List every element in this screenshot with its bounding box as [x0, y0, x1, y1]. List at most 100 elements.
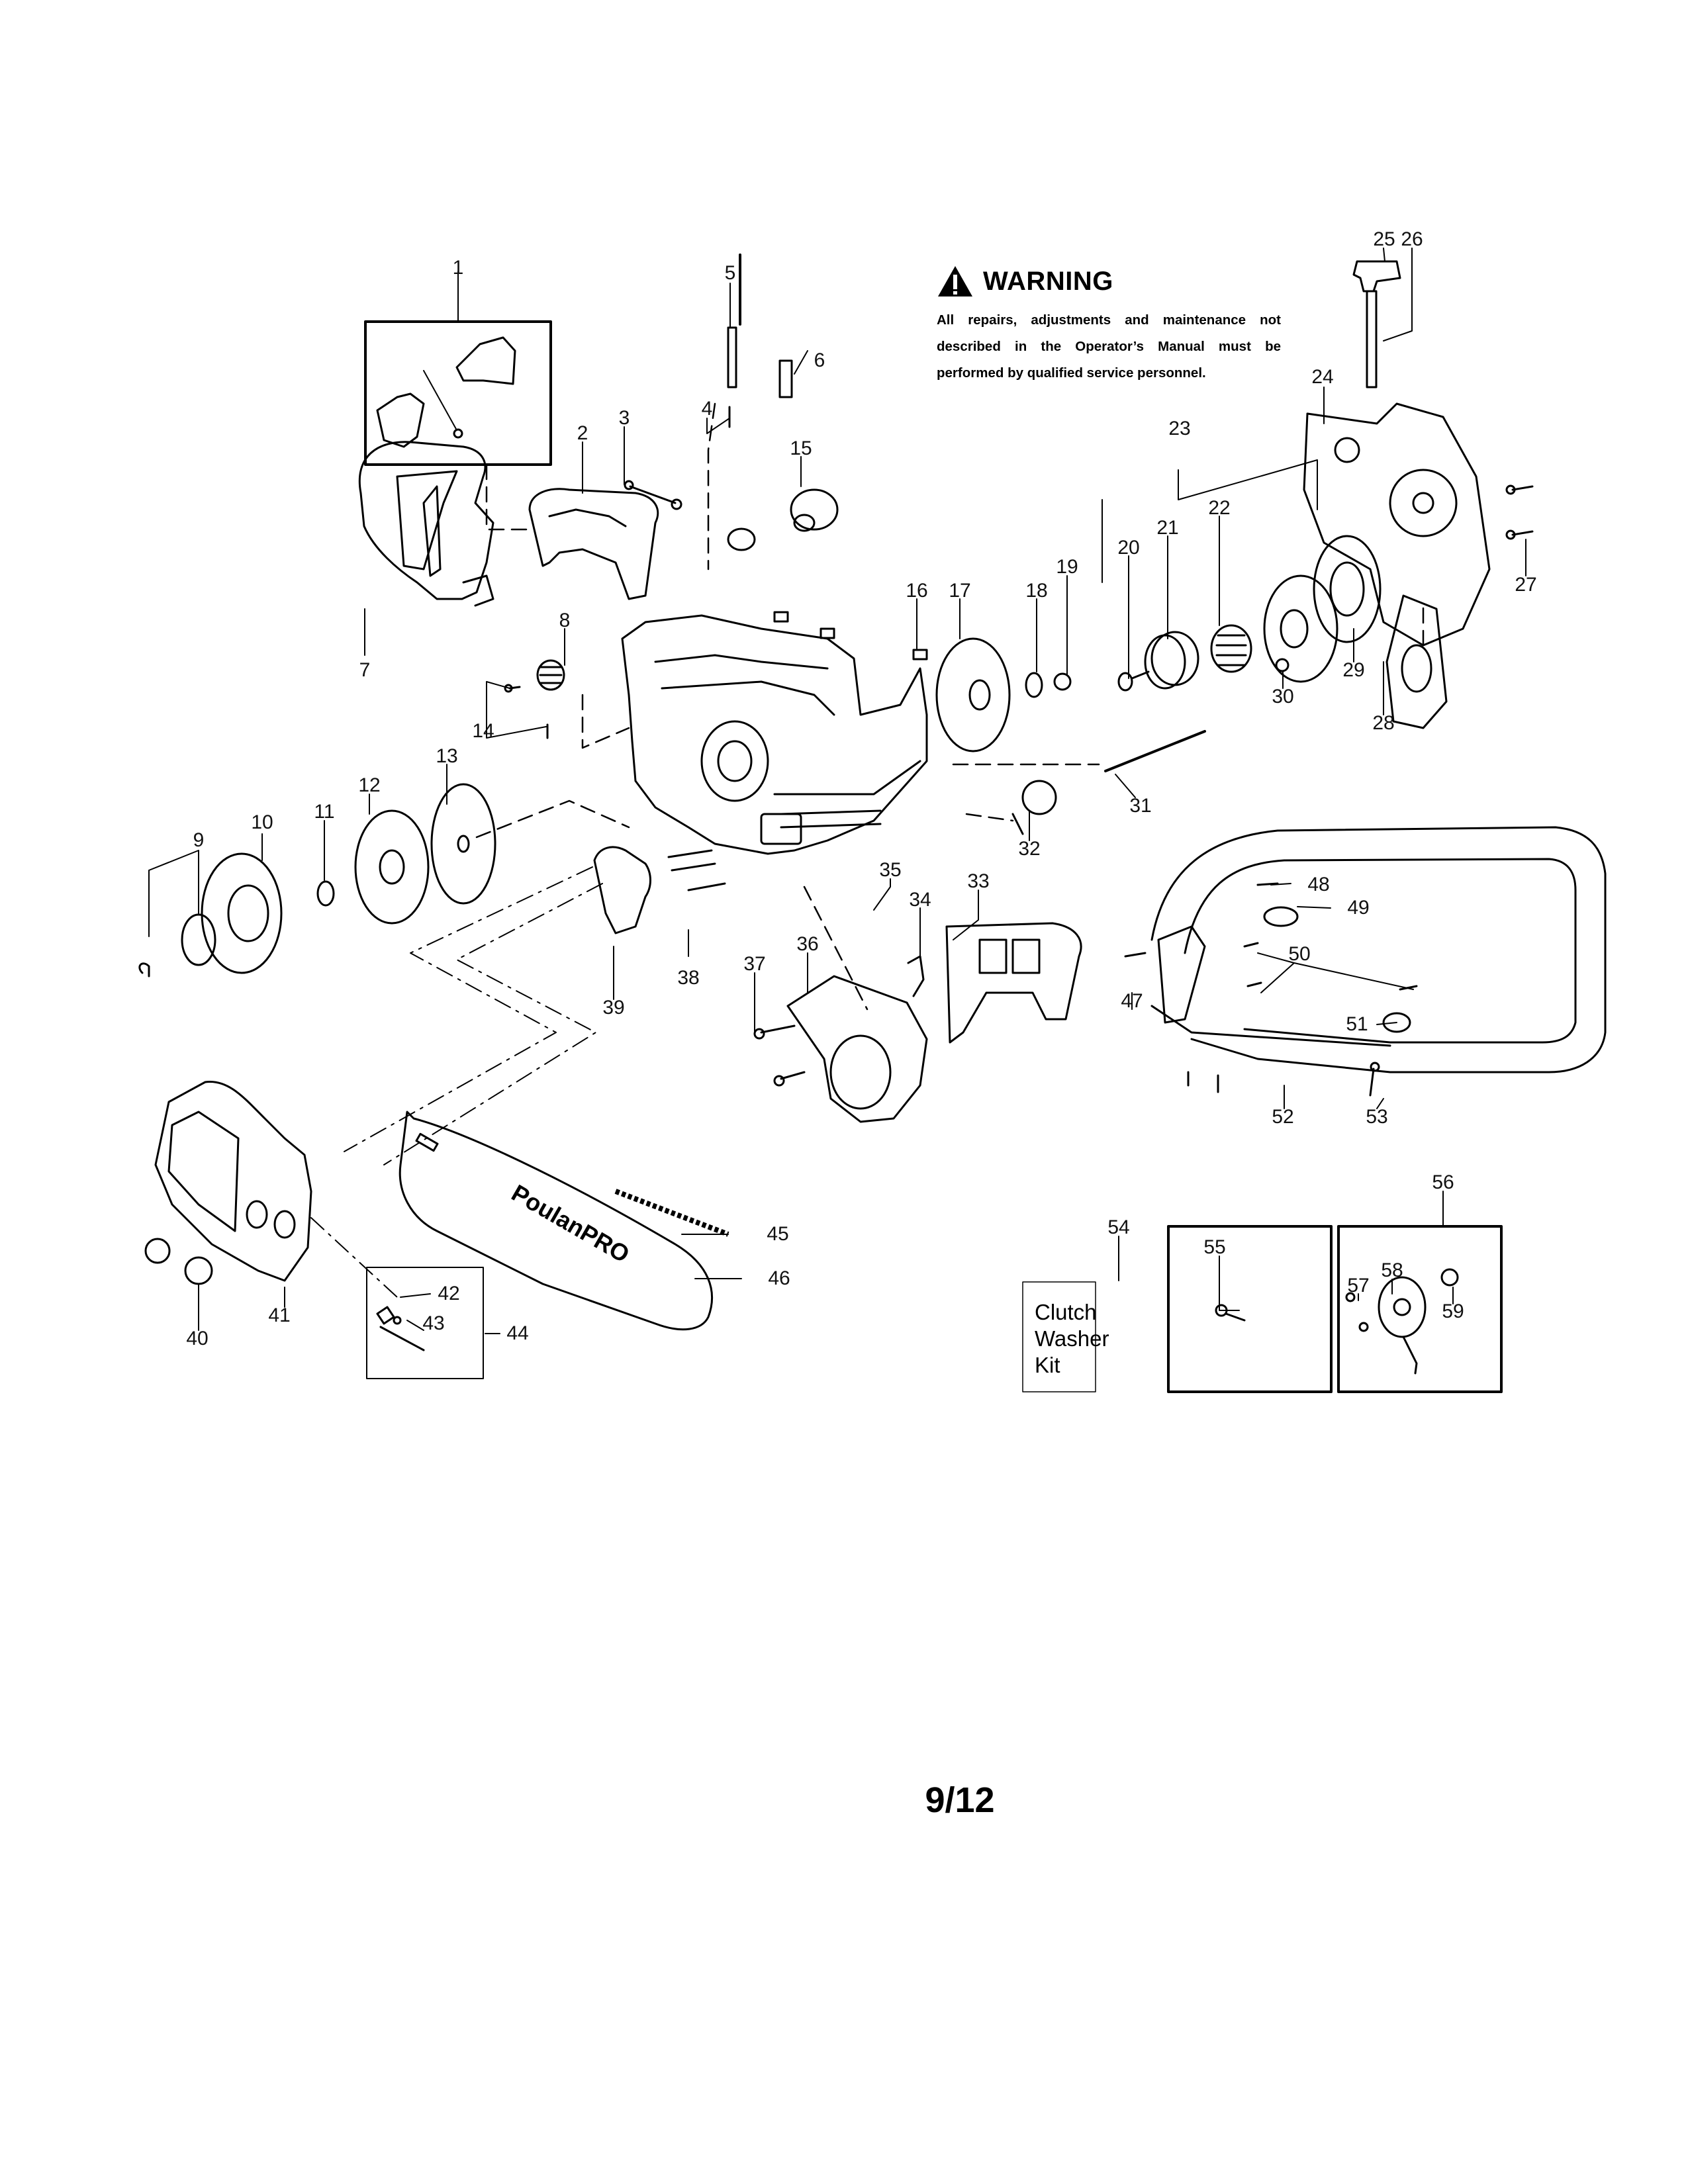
callout-56: 56 [1432, 1171, 1454, 1193]
bar-nuts-part [144, 1238, 213, 1285]
handle-grip-part [1157, 925, 1206, 1024]
handle-screws-part [1124, 942, 1418, 991]
callout-31: 31 [1129, 795, 1152, 817]
callout-4: 4 [701, 398, 713, 420]
callout-6: 6 [814, 349, 825, 371]
clip-parts [773, 611, 928, 660]
callout-3: 3 [618, 407, 630, 429]
warning-title: WARNING [983, 266, 1113, 296]
starter-screw-part [1117, 670, 1150, 692]
callout-8: 8 [559, 610, 571, 631]
engine-crankcase-part [621, 614, 928, 855]
e-clip-part [138, 962, 150, 978]
housing-screws-part [1505, 484, 1534, 540]
callout-48: 48 [1307, 874, 1330, 895]
clutch-plate-part [430, 783, 496, 905]
callout-49: 49 [1347, 897, 1370, 919]
callout-16: 16 [906, 580, 928, 602]
callout-57: 57 [1347, 1275, 1370, 1297]
callout-36: 36 [796, 933, 819, 955]
callout-20: 20 [1117, 537, 1140, 559]
guide-bar-brand: PoulanPRO [507, 1179, 634, 1268]
handle-cover-part [528, 488, 659, 600]
oil-hose-part [1215, 1304, 1246, 1322]
warning-triangle-icon [938, 266, 972, 296]
callout-21: 21 [1156, 517, 1179, 539]
starter-spring-part [1210, 624, 1252, 673]
pawl-nut-part [1275, 658, 1289, 672]
nut-part [1053, 672, 1072, 691]
screws-14-part [504, 684, 549, 739]
callout-43: 43 [422, 1312, 445, 1334]
callout-40: 40 [186, 1328, 209, 1349]
callout-13: 13 [436, 745, 458, 767]
callout-35: 35 [879, 859, 902, 881]
starter-housing-part [1303, 402, 1491, 647]
sprocket-cover-part [154, 1080, 312, 1282]
callout-22: 22 [1208, 497, 1231, 519]
callout-23: 23 [1168, 418, 1191, 439]
callout-9: 9 [193, 829, 205, 851]
callout-32: 32 [1018, 838, 1041, 860]
callout-26: 26 [1401, 228, 1423, 250]
callout-58: 58 [1381, 1259, 1403, 1281]
callout-18: 18 [1025, 580, 1048, 602]
screws-3-part [624, 480, 682, 510]
kit-line: Washer [1035, 1326, 1109, 1351]
callout-52: 52 [1272, 1106, 1294, 1128]
callout-34: 34 [909, 889, 931, 911]
callout-27: 27 [1515, 574, 1537, 596]
starter-pawl-plate-part [1263, 574, 1338, 683]
callout-29: 29 [1342, 659, 1365, 681]
callout-24: 24 [1311, 366, 1334, 388]
callout-38: 38 [677, 967, 700, 989]
callout-1: 1 [452, 257, 464, 279]
oil-pump-part [1345, 1268, 1459, 1375]
callout-7: 7 [359, 659, 371, 681]
callout-25: 25 [1373, 228, 1395, 250]
screws-53-part [1187, 1062, 1380, 1097]
rod-part [1104, 730, 1206, 772]
kit-box-56 [1337, 1225, 1503, 1393]
warning-body: All repairs, adjustments and maintenance… [937, 312, 1281, 381]
warning-notice: WARNING All repairs, adjustments and mai… [937, 265, 1281, 387]
kit-box-44 [366, 1267, 484, 1379]
starter-pulley-part [1144, 631, 1199, 690]
kit-box-1 [364, 320, 552, 466]
spring-51-part [1382, 1012, 1411, 1033]
callout-50: 50 [1288, 943, 1311, 965]
tube-part [727, 326, 737, 388]
callout-2: 2 [577, 422, 588, 444]
callout-19: 19 [1056, 556, 1078, 578]
spring-8-part [536, 659, 565, 691]
callout-51: 51 [1346, 1013, 1368, 1035]
bar-studs-part [667, 849, 726, 891]
callout-33: 33 [967, 870, 990, 892]
recoil-spring-part [1313, 535, 1382, 643]
callout-12: 12 [358, 774, 381, 796]
callout-54: 54 [1107, 1216, 1130, 1238]
callout-28: 28 [1372, 712, 1395, 734]
chain-tensioner-part [376, 1306, 425, 1351]
flywheel-part [935, 637, 1011, 752]
clutch-part [354, 809, 430, 925]
callout-5: 5 [724, 262, 736, 284]
callout-15: 15 [790, 437, 812, 459]
oil-cap-part [1011, 780, 1057, 835]
callout-47: 47 [1121, 990, 1143, 1012]
callout-55: 55 [1203, 1236, 1226, 1258]
callout-45: 45 [767, 1223, 789, 1245]
clutch-washer-kit-label: Clutch Washer Kit [1023, 1282, 1109, 1390]
fuel-filter-part [778, 359, 793, 398]
callout-37: 37 [743, 953, 766, 975]
kit-box-55 [1167, 1225, 1333, 1393]
screws-37-part [753, 1024, 806, 1087]
washer-9-part [181, 913, 216, 966]
kit-line: Kit [1035, 1353, 1060, 1377]
callout-42: 42 [438, 1283, 460, 1304]
callout-39: 39 [602, 997, 625, 1019]
throttle-trigger-kit-part [376, 336, 516, 448]
guide-bar-part [399, 1111, 714, 1331]
assembly-lines [475, 402, 1425, 1011]
